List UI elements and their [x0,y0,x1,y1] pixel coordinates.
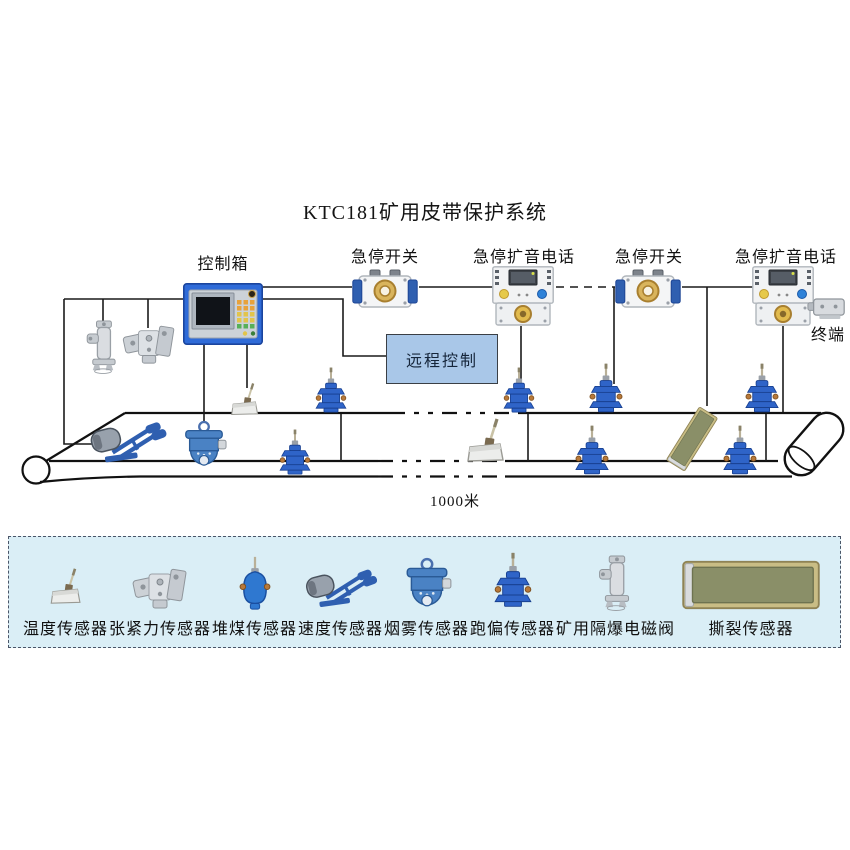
estop-switch-1-label: 急停开关 [350,249,419,266]
legend-item-tear-sensor: 撕裂传感器 [676,559,826,639]
deviation-sensor-bottom-3 [722,424,758,478]
smoke-sensor-device [181,420,227,470]
coal-pile-sensor-icon [238,555,271,611]
page-title: KTC181矿用皮带保护系统 [303,202,547,224]
temperature-sensor-device-1 [224,382,266,416]
solenoid-valve-icon [598,555,629,611]
legend-label: 跑偏传感器 [470,621,556,638]
temperature-sensor-icon [49,567,82,605]
estop-phone-1-label: 急停扩音电话 [472,249,575,266]
legend-item-solenoid-valve: 矿用隔爆电磁阀 [556,555,675,639]
terminal-device [806,296,848,321]
legend-label: 堆煤传感器 [212,621,298,638]
deviation-sensor-top-3 [588,362,624,416]
legend-label: 矿用隔爆电磁阀 [556,621,676,638]
legend-label: 张紧力传感器 [109,621,212,638]
legend-label: 速度传感器 [298,621,384,638]
solenoid-valve-device [86,320,120,374]
legend-label: 撕裂传感器 [708,621,794,638]
legend-item-tension-sensor: 张紧力传感器 [109,567,211,639]
estop-phone-1-device [492,266,554,326]
smoke-sensor-icon [405,557,452,608]
tension-sensor-device [120,324,178,366]
control-box-label: 控制箱 [197,256,249,273]
deviation-sensor-bottom-2 [574,424,610,478]
speed-sensor-icon [305,565,377,611]
estop-phone-2-label: 急停扩音电话 [734,249,837,266]
remote-control-box: 远程控制 [386,334,498,384]
deviation-sensor-bottom-1 [278,428,312,478]
belt-left-roller [21,455,51,485]
deviation-sensor-top-2 [502,366,536,416]
legend-label: 烟雾传感器 [384,621,470,638]
temperature-sensor-device-2 [464,416,508,464]
deviation-sensor-top-1 [314,366,348,416]
remote-control-label: 远程控制 [405,353,478,370]
tear-sensor-icon [682,560,820,610]
speed-sensor-device [88,418,168,466]
estop-switch-2-device [615,269,681,311]
deviation-sensor-top-4 [744,362,780,416]
belt-right-roller [783,411,845,477]
tension-sensor-icon [132,568,187,609]
control-box-device [183,283,263,345]
terminal-label: 终端 [810,327,845,344]
legend-item-smoke-sensor: 烟雾传感器 [384,557,469,639]
legend-panel: 温度传感器 张紧力传感器 堆煤传感器 速度传感器 烟雾传感器 跑偏传感器 矿用隔… [8,536,841,648]
signal-wires [63,286,784,461]
estop-phone-2-device [752,266,814,326]
legend-item-deviation-sensor: 跑偏传感器 [470,551,555,639]
legend-label: 温度传感器 [23,621,109,638]
legend-item-temperature-sensor: 温度传感器 [23,561,108,639]
estop-switch-1-device [352,269,418,311]
belt-length-label: 1000米 [429,494,480,510]
legend-item-coal-pile-sensor: 堆煤传感器 [212,555,297,639]
deviation-sensor-icon [492,551,533,609]
legend-item-speed-sensor: 速度传感器 [298,565,383,639]
estop-switch-2-label: 急停开关 [614,249,683,266]
